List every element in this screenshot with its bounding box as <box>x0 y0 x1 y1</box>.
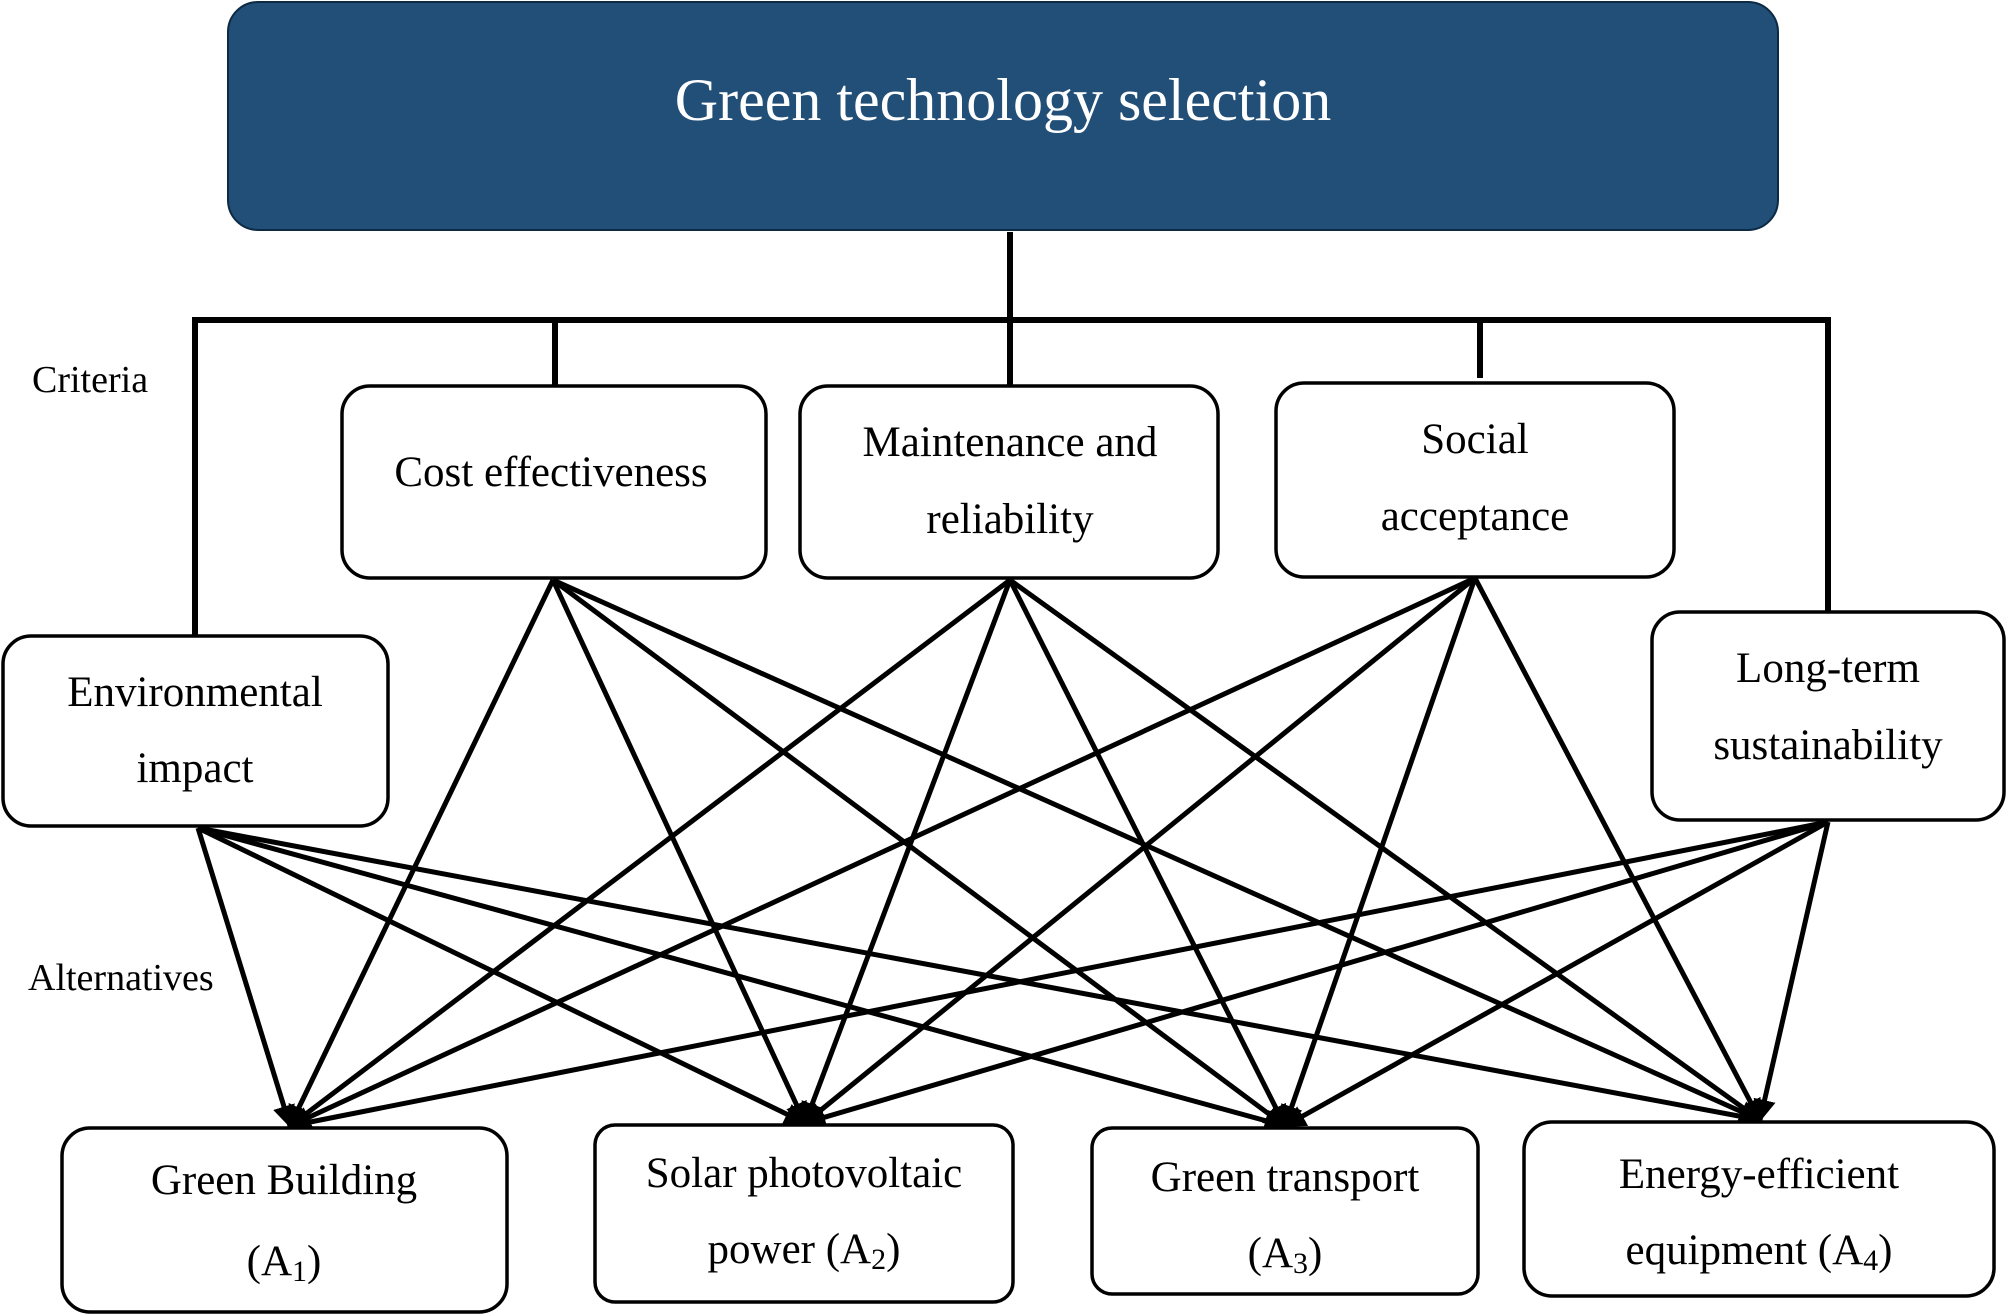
criterion-environmental-line1: Environmental <box>67 669 323 716</box>
link-longterm-to-a3 <box>1283 819 1830 1129</box>
criterion-maintenance-line2: reliability <box>926 496 1094 543</box>
link-longterm-to-a1 <box>287 819 1829 1134</box>
criterion-social-acceptance: Social acceptance <box>1274 381 1676 579</box>
criterion-social-line1: Social <box>1421 416 1529 463</box>
link-cost-to-a2 <box>550 578 808 1126</box>
criterion-cost-line1: Cost effectiveness <box>394 449 707 496</box>
goal-node: Green technology selection <box>227 1 1779 231</box>
alternative-a4-line1: Energy-efficient <box>1619 1151 1899 1198</box>
alternative-a3-line2: (A3) <box>1248 1230 1323 1280</box>
criterion-longterm-line2: sustainability <box>1713 722 1943 769</box>
alternative-green-building: Green Building (A1) <box>60 1126 509 1314</box>
alternative-a2-line2: power (A2) <box>708 1226 901 1276</box>
criterion-longterm-line1: Long-term <box>1736 645 1920 692</box>
alternative-a1-line1: Green Building <box>151 1157 417 1204</box>
link-maintenance-to-a2 <box>801 579 1013 1126</box>
goal-label: Green technology selection <box>675 67 1331 133</box>
link-social-to-a4 <box>1472 576 1763 1122</box>
criteria-alternative-links <box>195 575 1831 1134</box>
alternative-green-transport: Green transport (A3) <box>1090 1126 1480 1296</box>
link-longterm-to-a4 <box>1753 821 1831 1123</box>
criteria-level-label: Criteria <box>32 359 148 401</box>
criterion-environmental-line2: impact <box>136 745 253 792</box>
alternative-a1-line2: (A1) <box>247 1238 322 1288</box>
link-environmental-to-a3 <box>197 825 1288 1132</box>
criterion-environmental-impact: Environmental impact <box>1 634 390 828</box>
criterion-maintenance-reliability: Maintenance and reliability <box>798 384 1220 580</box>
criterion-maintenance-line1: Maintenance and <box>863 419 1158 466</box>
alternatives-level-label: Alternatives <box>28 957 214 999</box>
alternative-energy-efficient-equipment: Energy-efficient equipment (A4) <box>1522 1120 1996 1298</box>
link-maintenance-to-a1 <box>288 578 1012 1128</box>
alternative-solar-photovoltaic: Solar photovoltaic power (A2) <box>593 1123 1015 1304</box>
link-cost-to-a1 <box>287 578 556 1129</box>
link-social-to-a2 <box>803 576 1477 1125</box>
criterion-long-term-sustainability: Long-term sustainability <box>1650 610 2006 822</box>
alternative-a2-line1: Solar photovoltaic <box>646 1150 962 1197</box>
link-social-to-a1 <box>287 575 1477 1129</box>
alternative-a3-line1: Green transport <box>1151 1154 1420 1201</box>
link-social-to-a3 <box>1281 577 1478 1129</box>
criterion-cost-effectiveness: Cost effectiveness <box>340 384 768 580</box>
criterion-social-line2: acceptance <box>1381 493 1570 540</box>
alternative-a4-line2: equipment (A4) <box>1626 1227 1893 1277</box>
link-maintenance-to-a4 <box>1008 577 1762 1123</box>
link-maintenance-to-a3 <box>1007 578 1288 1129</box>
link-environmental-to-a1 <box>195 827 295 1129</box>
link-cost-to-a4 <box>551 577 1763 1123</box>
link-cost-to-a3 <box>551 577 1287 1129</box>
link-environmental-to-a2 <box>196 825 808 1126</box>
goal-to-criteria-connectors <box>192 232 1831 636</box>
link-longterm-to-a2 <box>802 819 1829 1129</box>
link-environmental-to-a4 <box>197 825 1763 1128</box>
